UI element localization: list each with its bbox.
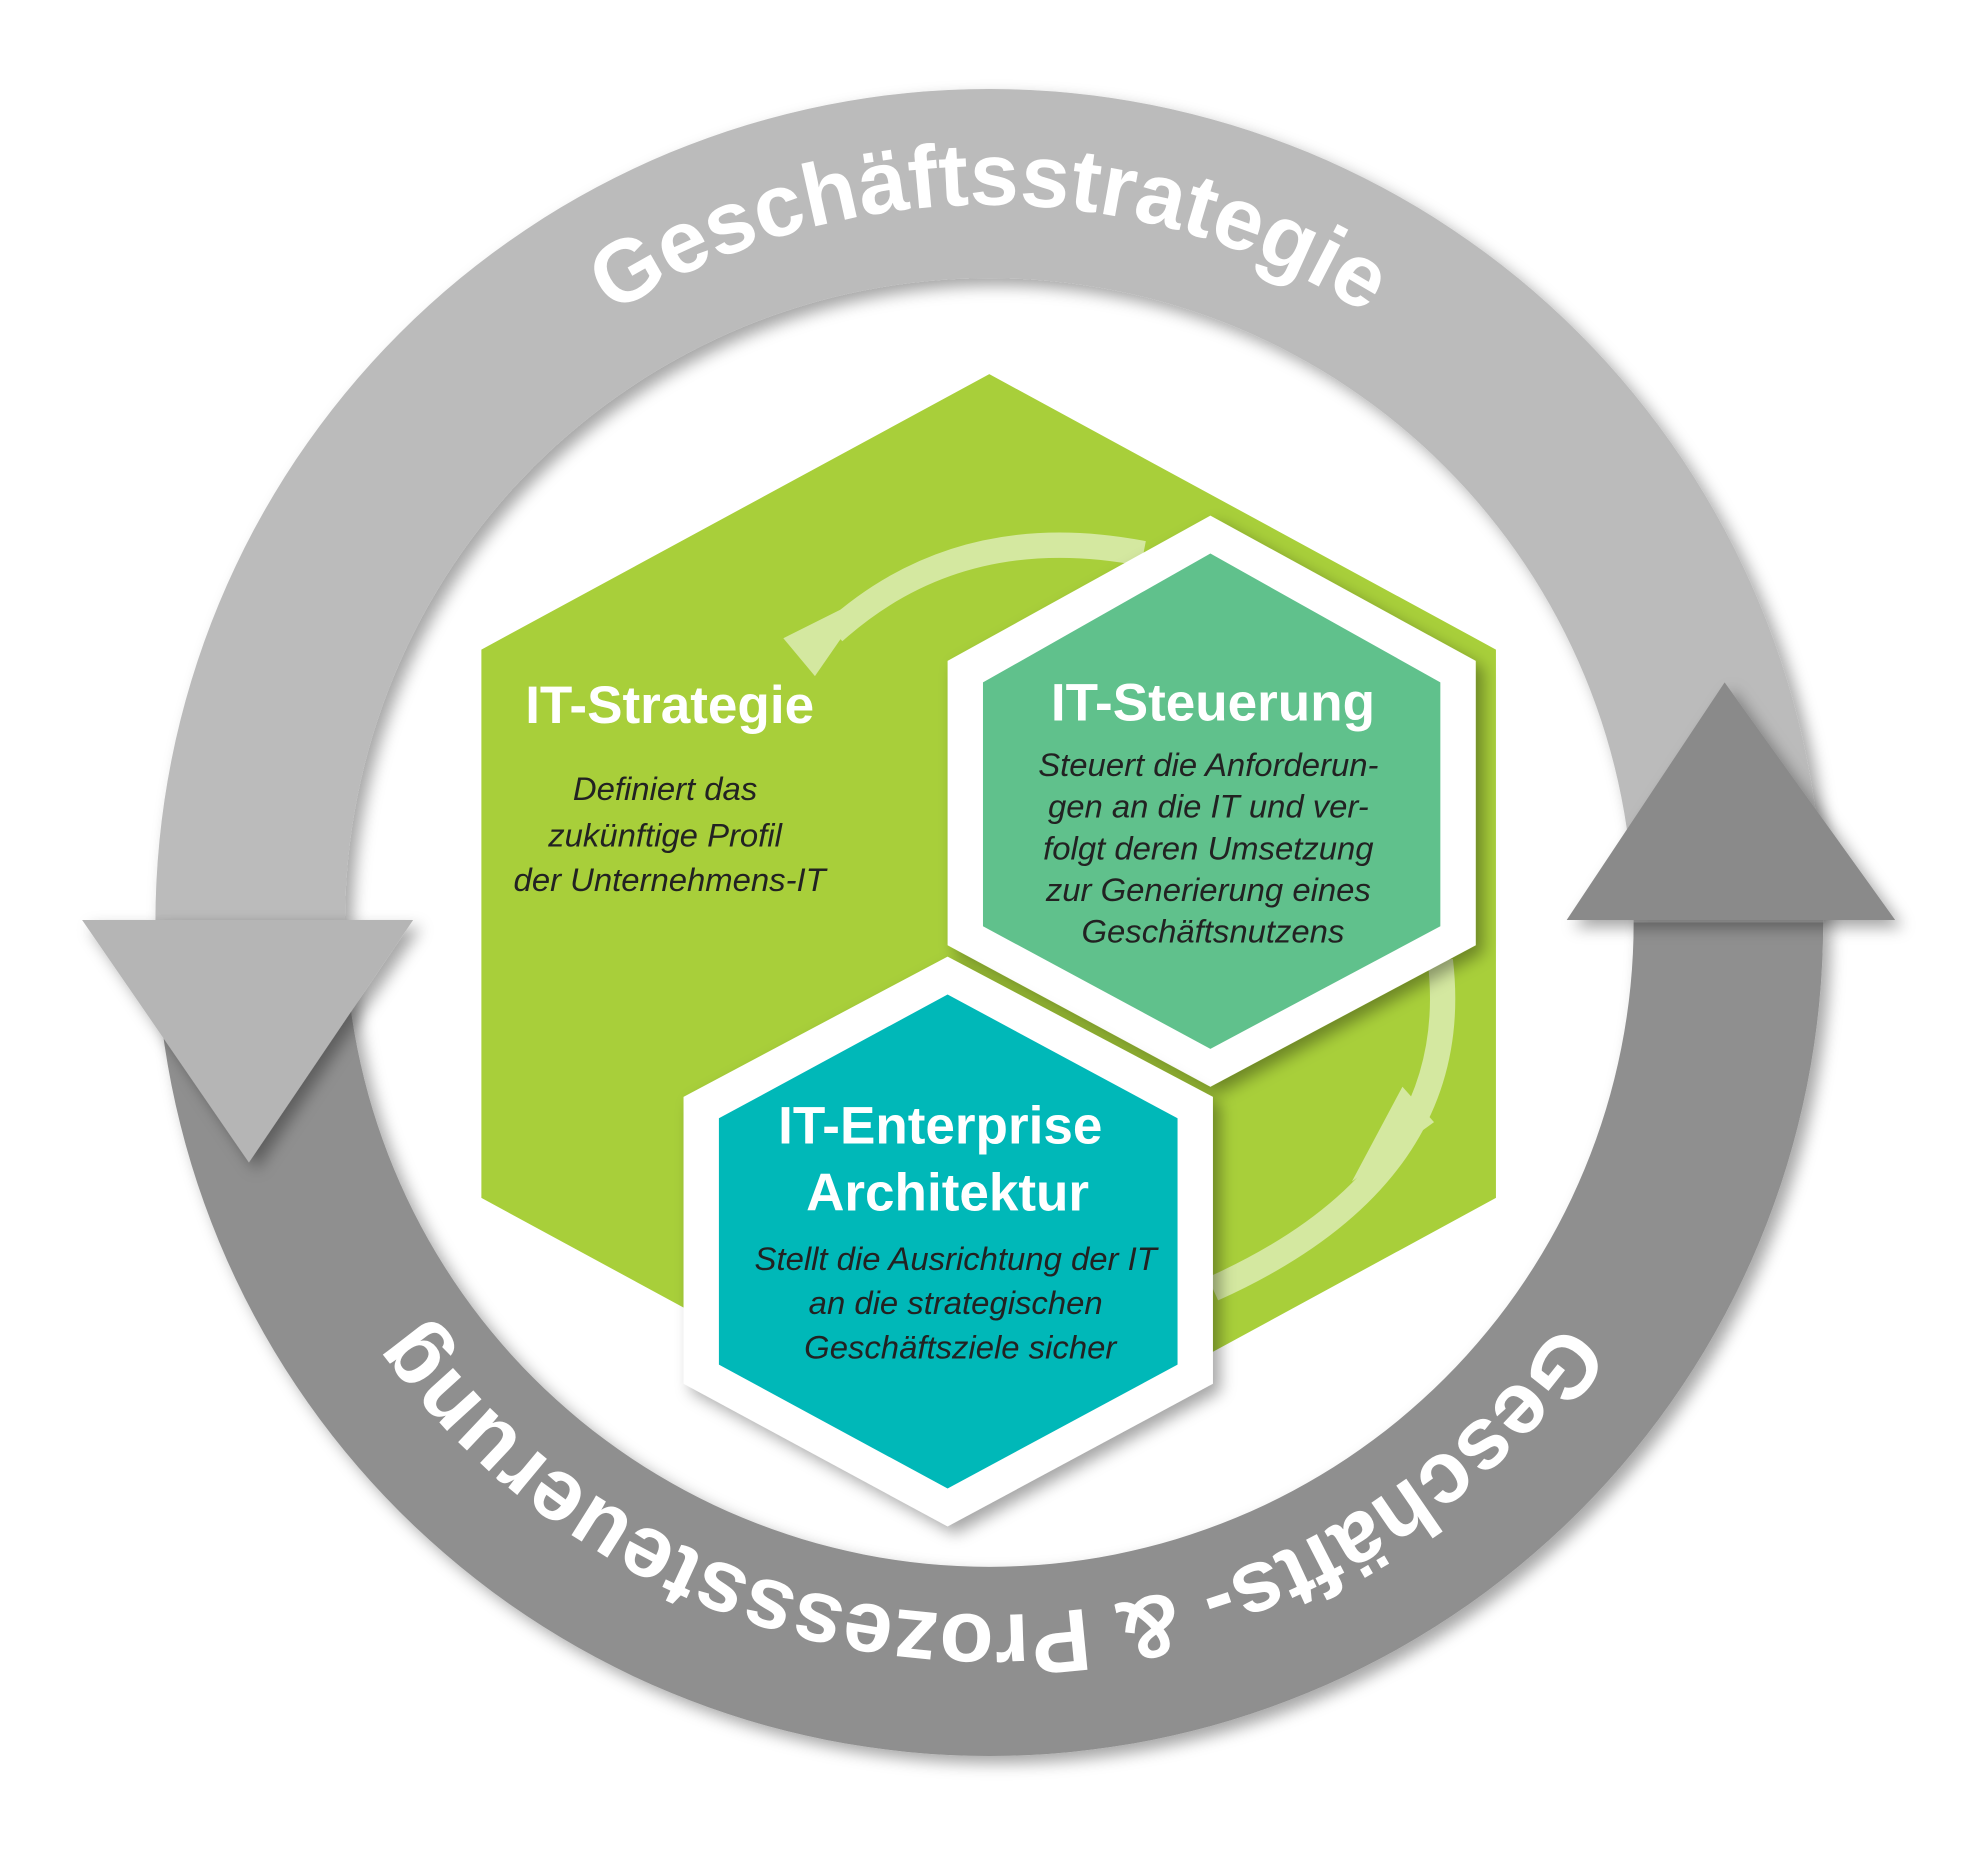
ring-bottom-arc (155, 922, 1824, 1756)
arrowhead-icon (783, 593, 872, 677)
it-steuerung-hexagon: IT-Steuerung Steuert die Anforderun- gen… (947, 515, 1476, 1087)
it-steuerung-description: Steuert die Anforderun- gen an die IT un… (1038, 746, 1387, 950)
arrowhead-down-icon (82, 919, 414, 1163)
inner-cycle-arrows (783, 532, 1456, 1301)
it-strategie-description: Definiert das zukünftige Profil der Unte… (514, 770, 828, 898)
it-ea-title: IT-Enterprise Architektur (778, 1097, 1117, 1223)
arrow-arc-top (825, 532, 1146, 642)
it-strategie-title: IT-Strategie (525, 676, 814, 735)
it-steuerung-title: IT-Steuerung (1051, 673, 1375, 732)
arrowhead-up-icon (1566, 682, 1896, 920)
arrowhead-icon (1351, 1086, 1435, 1182)
arrow-arc-right (1207, 958, 1456, 1301)
it-ea-description: Stellt die Ausrichtung der IT an die str… (755, 1240, 1166, 1365)
it-ea-hexagon: IT-Enterprise Architektur Stellt die Aus… (683, 956, 1213, 1527)
ring-top-arc (155, 88, 1824, 923)
